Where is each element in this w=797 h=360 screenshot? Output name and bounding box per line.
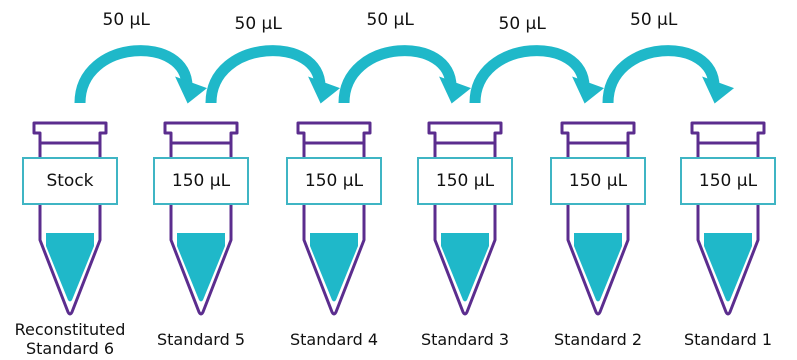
transfer-arrow-head	[702, 76, 735, 104]
transfer-volume-label: 50 µL	[102, 10, 150, 30]
tube-liquid	[46, 233, 94, 302]
tube-volume-label: 150 µL	[304, 171, 364, 191]
tube-body	[302, 143, 366, 316]
tube-label-box	[680, 157, 776, 205]
transfer-arrow-head	[439, 76, 472, 104]
tube-volume-label: 150 µL	[171, 171, 231, 191]
tube-cap	[560, 121, 636, 145]
tube-cap	[296, 121, 372, 145]
transfer-arrow-arc	[338, 45, 457, 104]
tube-cap	[690, 121, 766, 145]
tube-label-box	[22, 157, 118, 205]
transfer-arrow-head	[308, 76, 341, 104]
tube-name-label: Standard 3	[420, 330, 510, 349]
tube-volume-label: Stock	[46, 171, 94, 191]
tube-label-box	[286, 157, 382, 205]
tube-volume-label: 150 µL	[698, 171, 758, 191]
tube-body	[696, 143, 760, 316]
transfer-volume-label: 50 µL	[630, 10, 678, 30]
tube-name-label: Standard 4	[289, 330, 379, 349]
transfer-arrow-arc	[469, 45, 590, 104]
tube-cap	[427, 121, 503, 145]
tube-label-box	[417, 157, 513, 205]
transfer-arrow-arc	[602, 45, 720, 104]
transfer-arrow-head	[572, 76, 605, 104]
tube-liquid	[310, 233, 358, 302]
tube-name-label: Standard 1	[683, 330, 773, 349]
tube-name-label: Standard 5	[156, 330, 246, 349]
tube-cap	[32, 121, 108, 145]
tube-body	[566, 143, 630, 316]
transfer-volume-label: 50 µL	[366, 10, 414, 30]
tube-body	[433, 143, 497, 316]
tube-liquid	[704, 233, 752, 302]
tube-name-label: Standard 2	[553, 330, 643, 349]
tube-label-box	[153, 157, 249, 205]
tube-body	[38, 143, 102, 316]
transfer-volume-label: 50 µL	[498, 14, 546, 34]
transfer-arrow-arc	[74, 45, 193, 104]
tube-volume-label: 150 µL	[435, 171, 495, 191]
transfer-arrow-arc	[205, 45, 326, 104]
tube-liquid	[441, 233, 489, 302]
tube-label-box	[550, 157, 646, 205]
tube-liquid	[177, 233, 225, 302]
tube-volume-label: 150 µL	[568, 171, 628, 191]
transfer-arrow-head	[175, 76, 208, 104]
tube-liquid	[574, 233, 622, 302]
transfer-volume-label: 50 µL	[234, 14, 282, 34]
tube-body	[169, 143, 233, 316]
tube-cap	[163, 121, 239, 145]
